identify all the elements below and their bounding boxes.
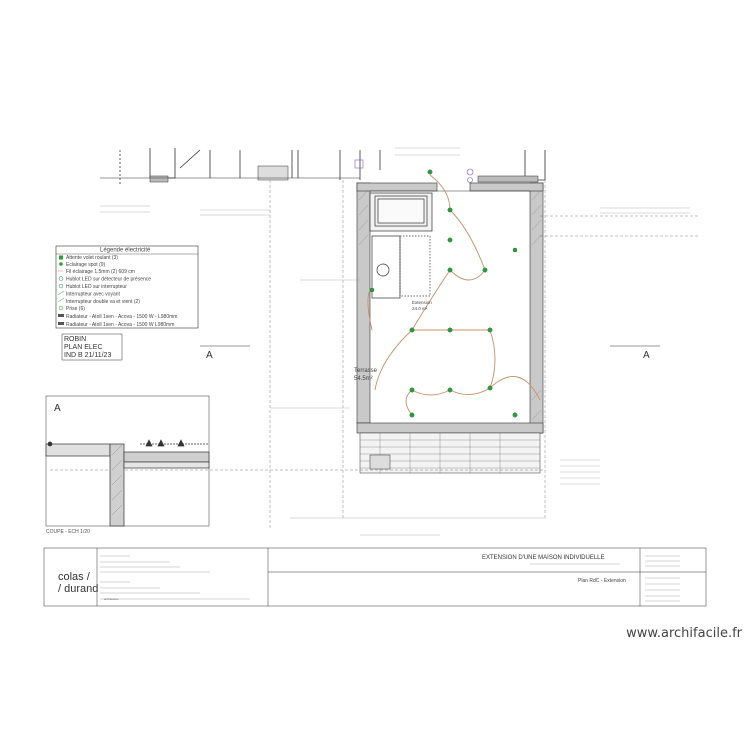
section-detail bbox=[45, 395, 210, 527]
plan-label-name: ROBIN bbox=[64, 336, 86, 343]
logo-line2: / durand bbox=[58, 583, 98, 595]
legend-item: Hublot LED sur détecteur de présence bbox=[66, 277, 151, 283]
title-block-frame bbox=[43, 547, 707, 607]
legend-item: Eclairage spot (9) bbox=[66, 262, 106, 268]
legend-item: Interrupteur double va et vient (2) bbox=[66, 299, 140, 305]
legend-item: Attente volet roulant (3) bbox=[66, 255, 118, 261]
room-extension: Extension bbox=[412, 300, 432, 305]
legend-symbols bbox=[57, 255, 65, 325]
logo-line1: colas / bbox=[58, 571, 91, 583]
annotation-lines bbox=[100, 147, 690, 536]
title-block-fine-text bbox=[100, 555, 680, 602]
room-terrasse: Terrasse bbox=[354, 368, 378, 374]
legend-item: Prise (6) bbox=[66, 306, 85, 312]
top-walls bbox=[100, 148, 546, 185]
dashed-gridlines bbox=[50, 180, 700, 530]
plan-label-type: PLAN ELEC bbox=[64, 344, 103, 351]
watermark: www.archifacile.fr bbox=[626, 626, 742, 641]
room-terrasse-area: 54.5m² bbox=[354, 376, 373, 382]
legend-item: Interrupteur avec voyant bbox=[66, 292, 121, 298]
room-extension-area: 24.0 m² bbox=[412, 306, 428, 311]
section-detail-marker: A bbox=[54, 403, 61, 414]
logo-subtitle: architectes bbox=[104, 597, 119, 601]
legend-items: Attente volet roulant (3) Eclairage spot… bbox=[66, 255, 177, 328]
legend-box bbox=[55, 245, 199, 329]
section-marker-right: A bbox=[643, 350, 650, 361]
legend-item: Fil éclairage 1.5mm (2) 609 cm bbox=[66, 269, 135, 275]
legend-item: Radiateur - Atoll 1sen - Acova - 1500 W … bbox=[66, 322, 174, 328]
sheet-title: Plan RdC - Extension bbox=[578, 578, 626, 584]
plan-label-index: IND B 21/11/23 bbox=[64, 352, 111, 359]
plan-label-box bbox=[61, 333, 123, 361]
terrace-deck bbox=[359, 432, 541, 474]
legend-item: Hublot LED sur interrupteur bbox=[66, 284, 127, 290]
electrical-points bbox=[369, 169, 518, 418]
purple-markers bbox=[354, 159, 474, 183]
section-marker-left: A bbox=[206, 350, 213, 361]
section-caption: COUPE - ECH 1/20 bbox=[46, 529, 90, 535]
electrical-wires bbox=[367, 174, 541, 416]
extension-walls bbox=[356, 182, 544, 434]
legend-title: Légende électricité bbox=[100, 248, 151, 254]
legend-item: Radiateur - Atoll 1sen - Acova - 1500 W … bbox=[66, 314, 177, 320]
project-title: EXTENSION D'UNE MAISON INDIVIDUELLE bbox=[482, 555, 605, 561]
kitchen-unit bbox=[369, 192, 433, 299]
